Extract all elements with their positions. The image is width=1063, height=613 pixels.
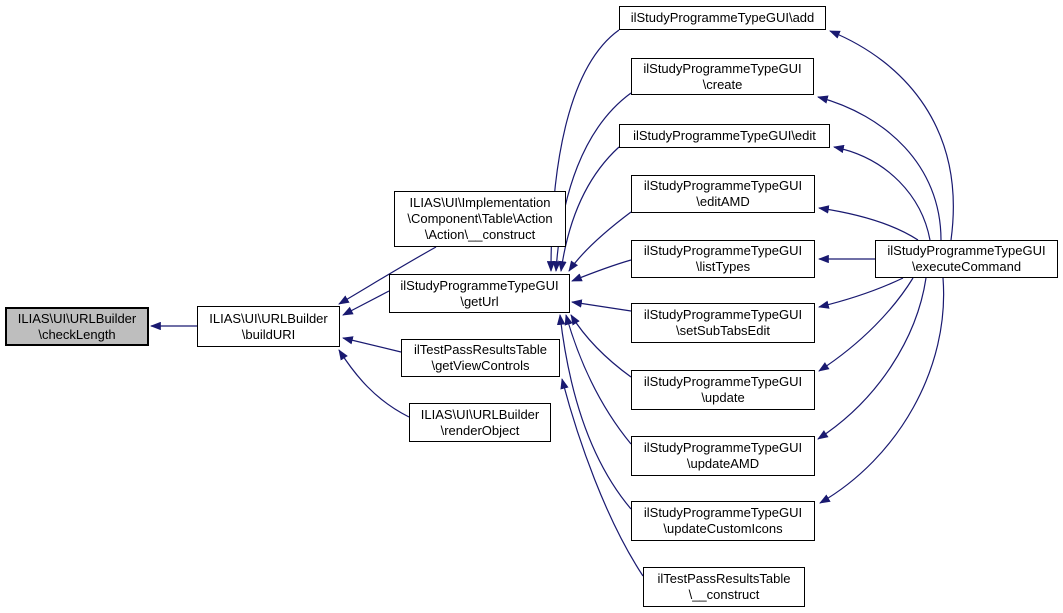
edge-executeCommand-update — [818, 277, 914, 372]
edge-executeCommand-create — [817, 95, 942, 241]
node-buildURI[interactable]: ILIAS\UI\URLBuilder\buildURI — [197, 306, 340, 347]
node-label-line: \executeCommand — [911, 259, 1022, 274]
edge-executeCommand-edit — [833, 144, 931, 241]
node-label-line: \buildURI — [241, 326, 296, 342]
node-label-line: ilStudyProgrammeTypeGUI\edit — [633, 128, 816, 143]
node-checkLength: ILIAS\UI\URLBuilder\checkLength — [5, 307, 149, 346]
node-label-line: \renderObject — [440, 422, 520, 438]
node-executeCommand[interactable]: ilStudyProgrammeTypeGUI\executeCommand — [875, 240, 1058, 278]
node-label-line: \__construct — [688, 587, 760, 602]
node-tprConstruct[interactable]: ilTestPassResultsTable\__construct — [643, 567, 805, 607]
node-editAMD[interactable]: ilStudyProgrammeTypeGUI\editAMD — [631, 175, 815, 213]
edge-executeCommand-updateAMD — [817, 277, 927, 440]
edge-renderObject-buildURI — [338, 349, 410, 418]
edge-listTypes-getUrl — [571, 259, 632, 282]
edge-edit-getUrl — [558, 146, 620, 272]
node-label-line: ilStudyProgrammeTypeGUI — [887, 243, 1046, 258]
node-label-line: \updateCustomIcons — [663, 521, 783, 536]
node-label-line: ilStudyProgrammeTypeGUI — [643, 307, 803, 322]
node-label-line: ilStudyProgrammeTypeGUI — [643, 178, 803, 193]
edge-setSubTabsEdit-getUrl — [571, 299, 632, 312]
node-label-line: \getUrl — [460, 293, 499, 309]
node-label-line: ilStudyProgrammeTypeGUI — [643, 505, 803, 520]
node-label-line: \editAMD — [696, 194, 750, 209]
node-setSubTabsEdit[interactable]: ilStudyProgrammeTypeGUI\setSubTabsEdit — [631, 303, 815, 343]
node-label-line: \create — [702, 76, 743, 92]
node-label-line: \Action\__construct — [424, 227, 536, 242]
edge-updateAMD-getUrl — [564, 314, 632, 445]
node-updateAMD[interactable]: ilStudyProgrammeTypeGUI\updateAMD — [631, 436, 815, 476]
node-label-line: ilTestPassResultsTable — [657, 571, 791, 586]
edge-executeCommand-add — [829, 30, 954, 241]
edge-update-getUrl — [570, 314, 632, 378]
edge-executeCommand-editAMD — [818, 205, 919, 241]
node-edit[interactable]: ilStudyProgrammeTypeGUI\edit — [619, 124, 830, 148]
node-add[interactable]: ilStudyProgrammeTypeGUI\add — [619, 6, 826, 30]
edge-actionConstruct-buildURI — [338, 246, 437, 305]
node-label-line: ilStudyProgrammeTypeGUI\add — [630, 10, 815, 25]
node-updateCustomIcons[interactable]: ilStudyProgrammeTypeGUI\updateCustomIcon… — [631, 501, 815, 541]
node-update[interactable]: ilStudyProgrammeTypeGUI\update — [631, 370, 815, 410]
node-label-line: \checkLength — [38, 326, 116, 342]
node-label-line: ilStudyProgrammeTypeGUI — [400, 277, 559, 293]
node-label-line: ilTestPassResultsTable — [414, 342, 547, 357]
node-label-line: \listTypes — [695, 259, 751, 274]
node-getViewControls[interactable]: ilTestPassResultsTable\getViewControls — [401, 339, 560, 377]
node-label-line: ILIAS\UI\URLBuilder — [209, 310, 328, 326]
node-label-line: ILIAS\UI\URLBuilder — [420, 406, 540, 422]
node-create[interactable]: ilStudyProgrammeTypeGUI\create — [631, 58, 814, 95]
edge-getViewControls-buildURI — [342, 336, 402, 353]
edge-tprConstruct-getViewControls — [560, 378, 644, 577]
node-label-line: \update — [701, 390, 745, 405]
edge-updateCustomIcons-getUrl — [556, 314, 632, 510]
node-getUrl[interactable]: ilStudyProgrammeTypeGUI\getUrl — [389, 274, 570, 313]
node-label-line: ilStudyProgrammeTypeGUI — [643, 243, 803, 258]
node-actionConstruct[interactable]: ILIAS\UI\Implementation\Component\Table\… — [394, 191, 566, 247]
node-renderObject[interactable]: ILIAS\UI\URLBuilder\renderObject — [409, 403, 551, 442]
node-label-line: ILIAS\UI\URLBuilder — [17, 310, 137, 326]
node-label-line: ilStudyProgrammeTypeGUI — [643, 374, 803, 389]
node-label-line: \setSubTabsEdit — [676, 323, 770, 338]
node-label-line: \Component\Table\Action — [407, 211, 553, 226]
node-label-line: \updateAMD — [686, 456, 760, 471]
node-label-line: ilStudyProgrammeTypeGUI — [643, 60, 802, 76]
edge-executeCommand-setSubTabsEdit — [818, 277, 904, 309]
node-label-line: \getViewControls — [431, 358, 530, 373]
node-label-line: ILIAS\UI\Implementation — [409, 195, 551, 210]
edge-editAMD-getUrl — [568, 211, 632, 272]
node-label-line: ilStudyProgrammeTypeGUI — [643, 440, 803, 455]
edge-getUrl-buildURI — [342, 290, 390, 316]
node-listTypes[interactable]: ilStudyProgrammeTypeGUI\listTypes — [631, 240, 815, 278]
edge-executeCommand-updateCustomIcons — [819, 277, 945, 504]
